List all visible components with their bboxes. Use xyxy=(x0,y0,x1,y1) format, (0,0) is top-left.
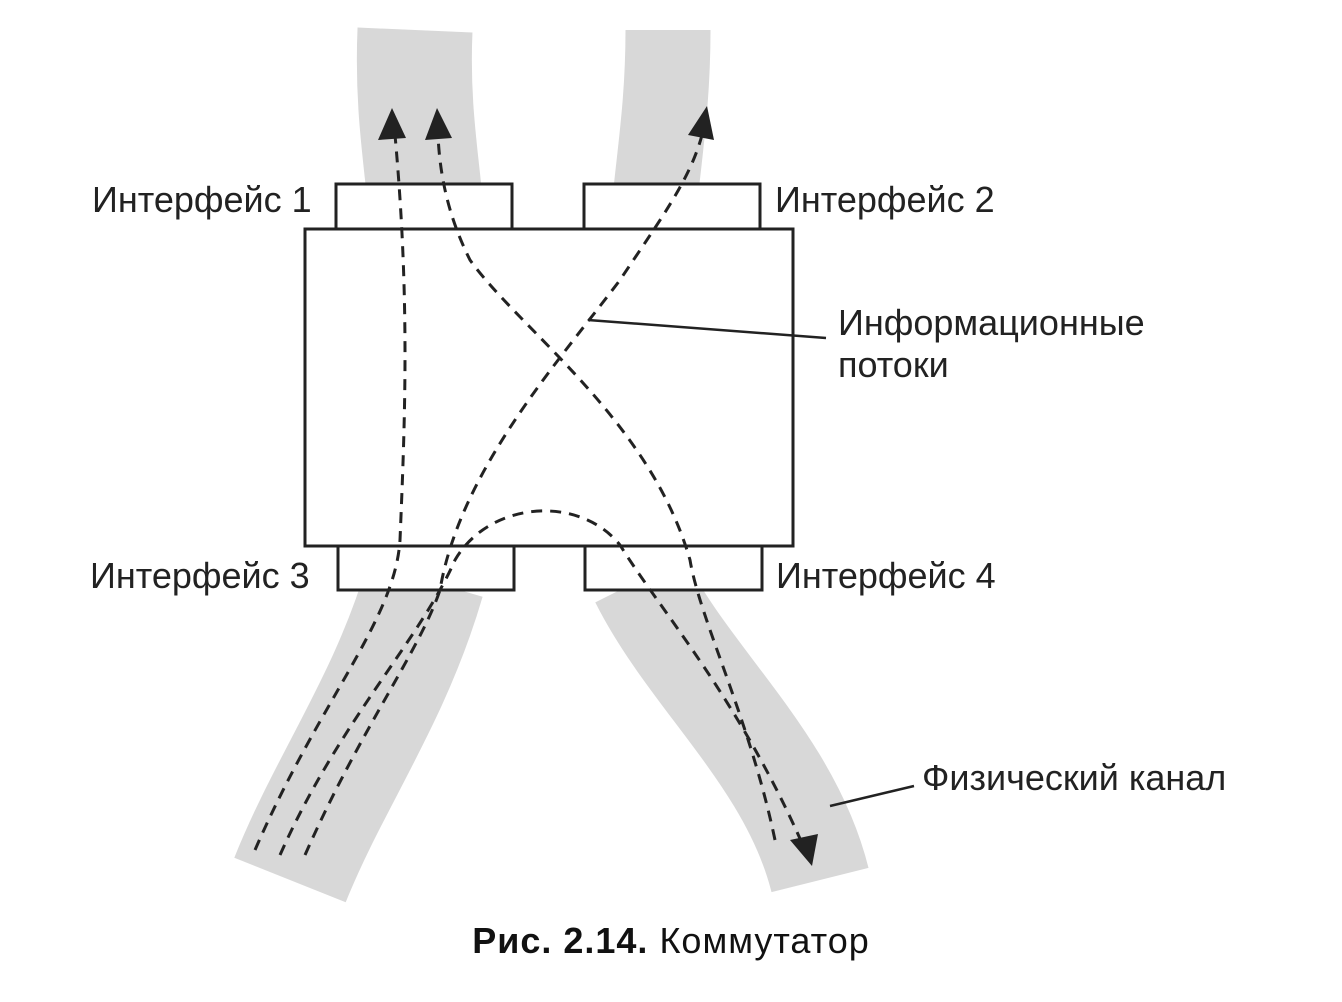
interface-3-port xyxy=(336,544,516,592)
flows-label-line2: потоки xyxy=(838,344,949,385)
flows-leader-line xyxy=(587,318,827,340)
channel-leader-line xyxy=(829,784,915,808)
flow-4-to-1 xyxy=(436,134,777,841)
interface-2-port xyxy=(582,182,762,231)
interface-2-label: Интерфейс 2 xyxy=(775,179,995,220)
figure-caption: Рис. 2.14. Коммутатор xyxy=(0,920,1342,962)
interface-1-label: Интерфейс 1 xyxy=(92,179,312,220)
interface-4-label: Интерфейс 4 xyxy=(776,555,996,596)
arrow-up-icon xyxy=(688,106,714,140)
flows-label-line1: Информационные xyxy=(838,302,1145,343)
flow-3-to-4 xyxy=(278,509,807,856)
channel-bottom-left xyxy=(234,562,483,903)
arrow-down-icon xyxy=(790,834,818,866)
arrow-up-icon xyxy=(425,108,452,140)
arrow-up-icon xyxy=(378,108,406,140)
figure-number: Рис. 2.14. xyxy=(472,920,649,961)
channel-top-right xyxy=(612,29,711,205)
figure-title: Коммутатор xyxy=(659,920,870,961)
interface-4-port xyxy=(583,544,764,592)
interface-1-port xyxy=(334,182,514,231)
switch-body xyxy=(303,227,795,548)
flow-3-to-1 xyxy=(253,134,407,851)
channel-bottom-right xyxy=(595,556,869,894)
flow-3-to-2 xyxy=(303,134,704,856)
interface-3-label: Интерфейс 3 xyxy=(90,555,310,596)
channel-label: Физический канал xyxy=(922,757,1226,798)
channel-top-left xyxy=(356,27,483,206)
